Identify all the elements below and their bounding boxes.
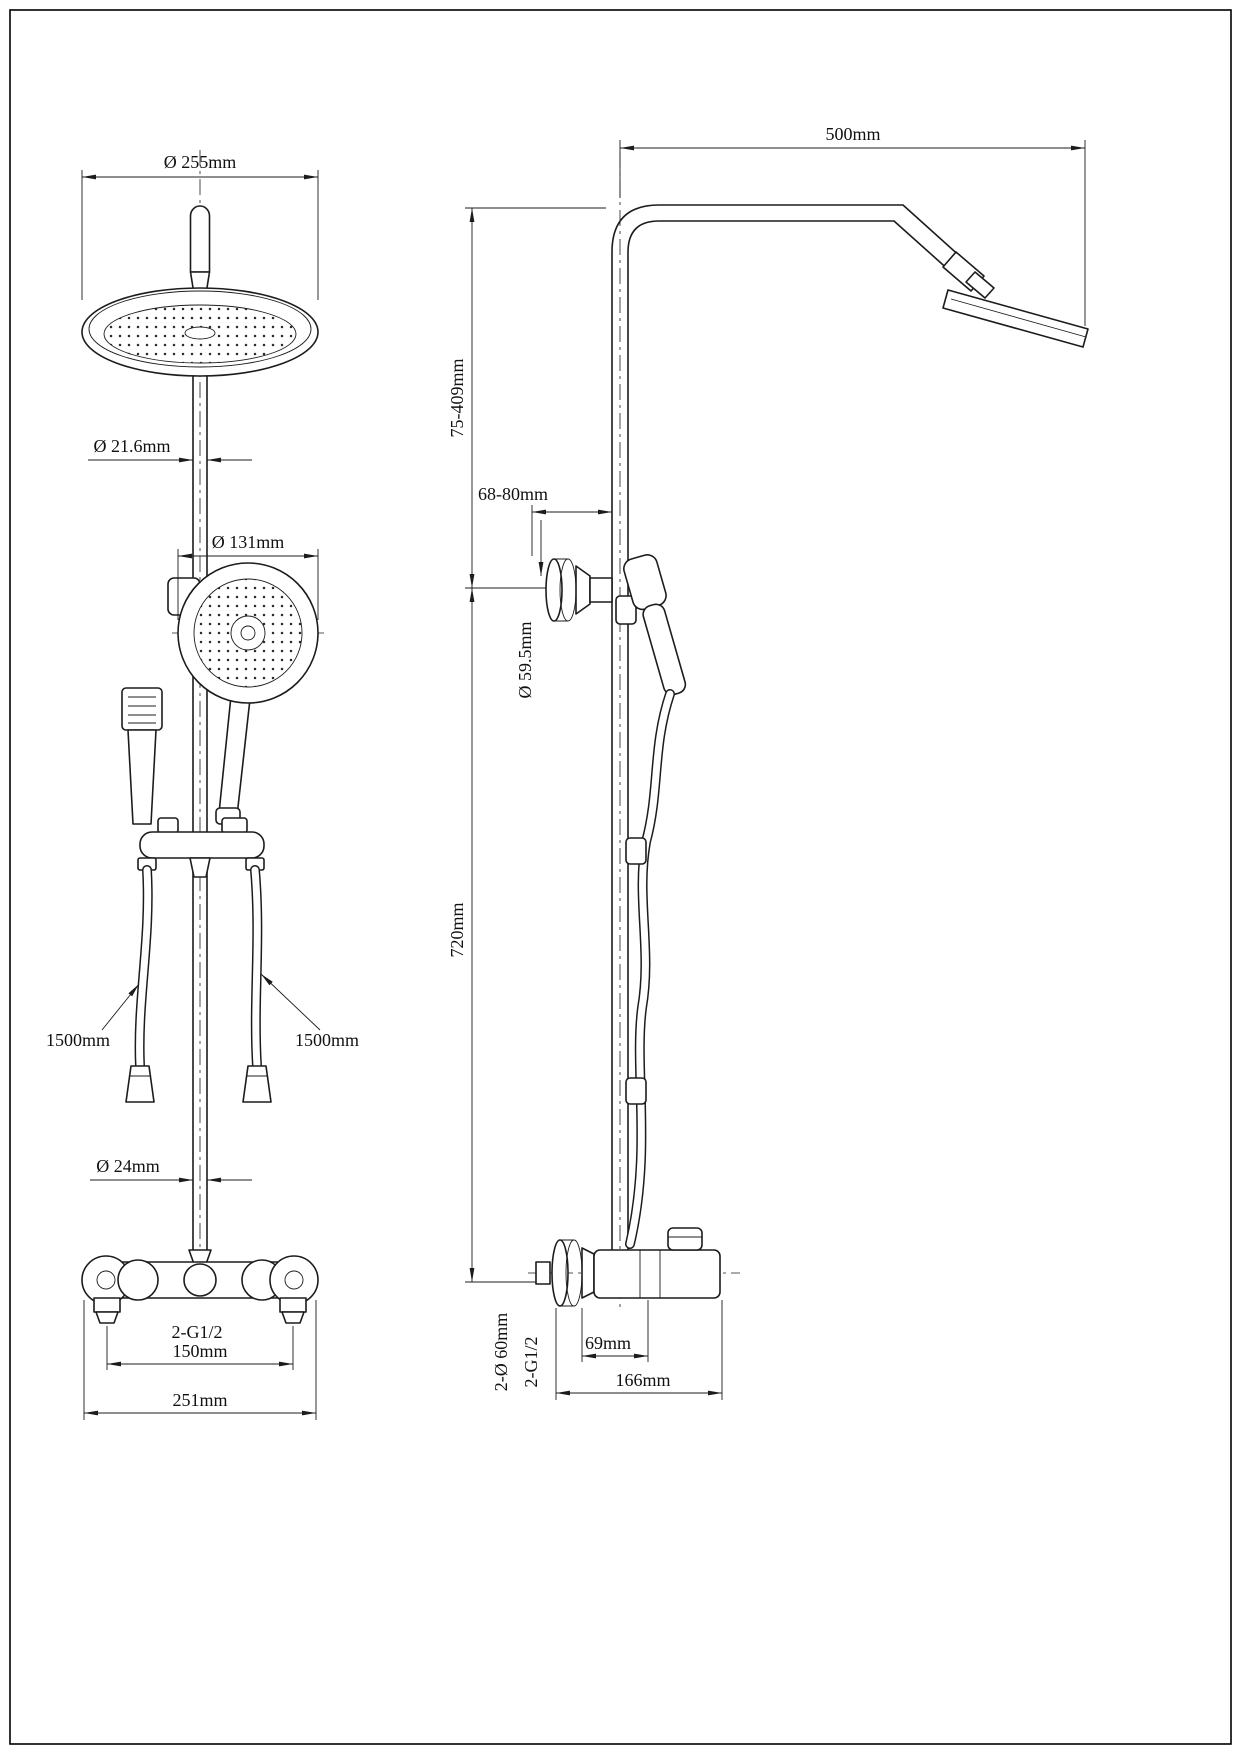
hose-cone-right (242, 1065, 272, 1103)
wand-sprayer (121, 687, 163, 825)
rain-shower-head (81, 287, 319, 377)
wall-bracket-side (545, 558, 613, 622)
dim-hose-right: 1500mm (260, 973, 359, 1050)
dim-riser-diameter: Ø 24mm (90, 1156, 252, 1183)
hose-side (625, 689, 675, 1249)
slider-bracket (137, 817, 265, 878)
hand-shower-head (172, 562, 324, 704)
label-bracket-offset-range: 68-80mm (478, 484, 548, 504)
label-connection-thread: 2-G1/2 (521, 1337, 541, 1388)
dim-inlet-spacing: 150mm (106, 1326, 294, 1370)
label-valve-center-offset: 69mm (585, 1333, 631, 1353)
drawing-border (9, 9, 1232, 1745)
riser-pipe (192, 375, 208, 1251)
label-lower-height: 720mm (447, 902, 467, 957)
hose-cone-left (125, 1065, 155, 1103)
front-view: Ø 255mm Ø 21.6mm (46, 150, 359, 1420)
label-bracket-diameter: Ø 59.5mm (515, 621, 535, 698)
dim-hose-left: 1500mm (46, 983, 140, 1050)
label-riser-diameter: Ø 24mm (96, 1156, 160, 1176)
mixer-valve-side (528, 1227, 740, 1307)
label-hose-left-length: 1500mm (46, 1030, 110, 1050)
shower-hoses (125, 865, 272, 1103)
dim-pipe-diameter: Ø 21.6mm (88, 436, 252, 463)
label-escutcheon-diameter: 2-Ø 60mm (491, 1313, 511, 1392)
hand-shower-handle (215, 695, 251, 825)
label-hand-shower-diameter: Ø 131mm (212, 532, 285, 552)
hose-clip-lower (625, 1077, 647, 1105)
label-upper-height-range: 75-409mm (447, 359, 467, 438)
dim-valve-offset: 69mm (581, 1300, 649, 1362)
label-valve-total-depth: 166mm (615, 1370, 670, 1390)
dim-upper-height: 75-409mm (447, 207, 606, 589)
dim-valve-depth: 166mm (555, 1300, 723, 1400)
label-valve-width: 251mm (172, 1390, 227, 1410)
rain-head-side (942, 251, 1089, 348)
side-view: 500mm 75-409mm 68-80mm Ø 59.5mm (447, 124, 1089, 1400)
column-and-arm (611, 204, 964, 1251)
dim-hand-shower-diameter: Ø 131mm (177, 532, 319, 620)
hose-clip-upper (625, 837, 647, 865)
dim-bracket-offset: 68-80mm (478, 484, 612, 576)
top-pipe-stub (189, 205, 211, 295)
label-head-diameter: Ø 255mm (164, 152, 237, 172)
dim-valve-width: 251mm (83, 1300, 317, 1420)
dim-arm-length: 500mm (619, 124, 1086, 326)
mixer-valve-front (81, 1249, 319, 1324)
label-hose-right-length: 1500mm (295, 1030, 359, 1050)
dim-head-diameter: Ø 255mm (81, 152, 319, 300)
label-pipe-diameter: Ø 21.6mm (93, 436, 170, 456)
label-inlet-thread: 2-G1/2 (172, 1322, 223, 1342)
label-arm-length: 500mm (825, 124, 880, 144)
dim-lower-height: 720mm (447, 588, 546, 1283)
hand-shower-side (615, 554, 687, 696)
label-inlet-spacing: 150mm (172, 1341, 227, 1361)
